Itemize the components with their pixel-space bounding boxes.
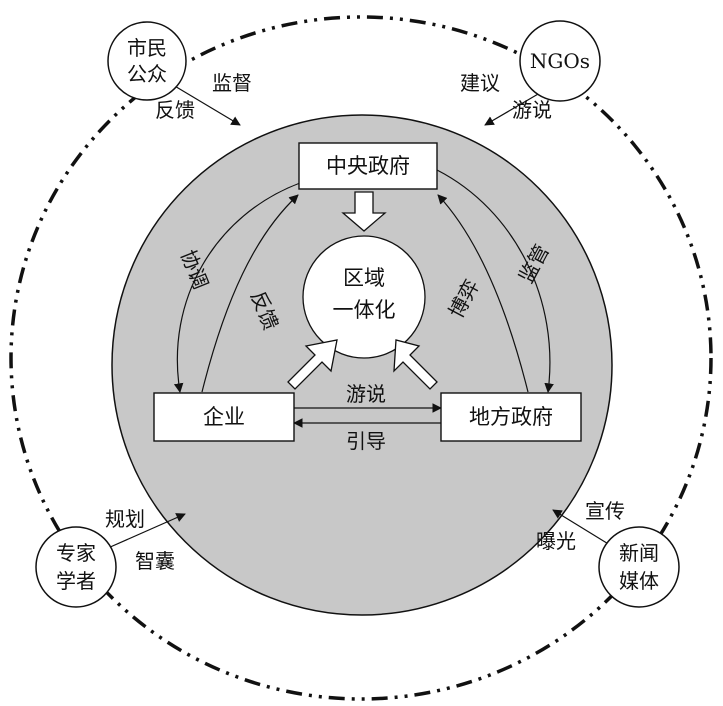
central-government-box (298, 142, 438, 190)
experts-label-line1: 专家 (56, 541, 96, 565)
ngos-suggest-label: 建议 (460, 71, 500, 95)
experts-think-label: 智囊 (135, 549, 175, 573)
citizens-label-line1: 市民 (127, 36, 167, 60)
ngos-label: NGOs (530, 49, 590, 73)
media-label-line1: 新闻 (619, 541, 659, 565)
outer-ring (9, 15, 713, 701)
center-label-line2: 一体化 (333, 298, 396, 322)
enterprise-label: 企业 (203, 405, 245, 429)
media-expose-label: 曝光 (536, 529, 576, 553)
local-government-label: 地方政府 (469, 405, 553, 429)
ngos-lobby-label: 游说 (512, 98, 552, 122)
experts-plan-label: 规划 (105, 507, 145, 531)
citizens-label-line2: 公众 (127, 62, 167, 86)
guide-label: 引导 (346, 429, 386, 453)
media-promote-label: 宣传 (585, 499, 625, 523)
citizens-feedback-label: 反馈 (155, 98, 195, 122)
local-to-center-arrow (393, 339, 438, 390)
citizens-arrow (167, 81, 241, 126)
media-label-line2: 媒体 (619, 569, 659, 593)
experts-label-line2: 学者 (56, 569, 96, 593)
game-arrow (437, 194, 529, 393)
ngos-arrow (484, 89, 546, 126)
experts-arrow (107, 513, 186, 549)
center-label-line1: 区域 (343, 266, 385, 290)
local-government-box (440, 392, 582, 442)
supervise-arrow (436, 169, 554, 393)
central-government-label: 中央政府 (326, 154, 410, 178)
enterprise-to-center-arrow (287, 339, 338, 390)
government-sphere (111, 114, 613, 616)
citizens-supervise-label: 监督 (212, 71, 252, 95)
citizens-node (107, 21, 187, 101)
enterprise-box (153, 392, 295, 442)
experts-node (35, 526, 117, 608)
media-arrow (552, 509, 611, 546)
central-to-center-arrow (341, 191, 387, 232)
media-node (598, 526, 680, 608)
feedback-arrow (201, 194, 299, 393)
lobby-label: 游说 (346, 382, 386, 406)
center-circle (302, 235, 426, 359)
coordinate-arrow (173, 182, 301, 393)
ngos-node (519, 20, 601, 102)
